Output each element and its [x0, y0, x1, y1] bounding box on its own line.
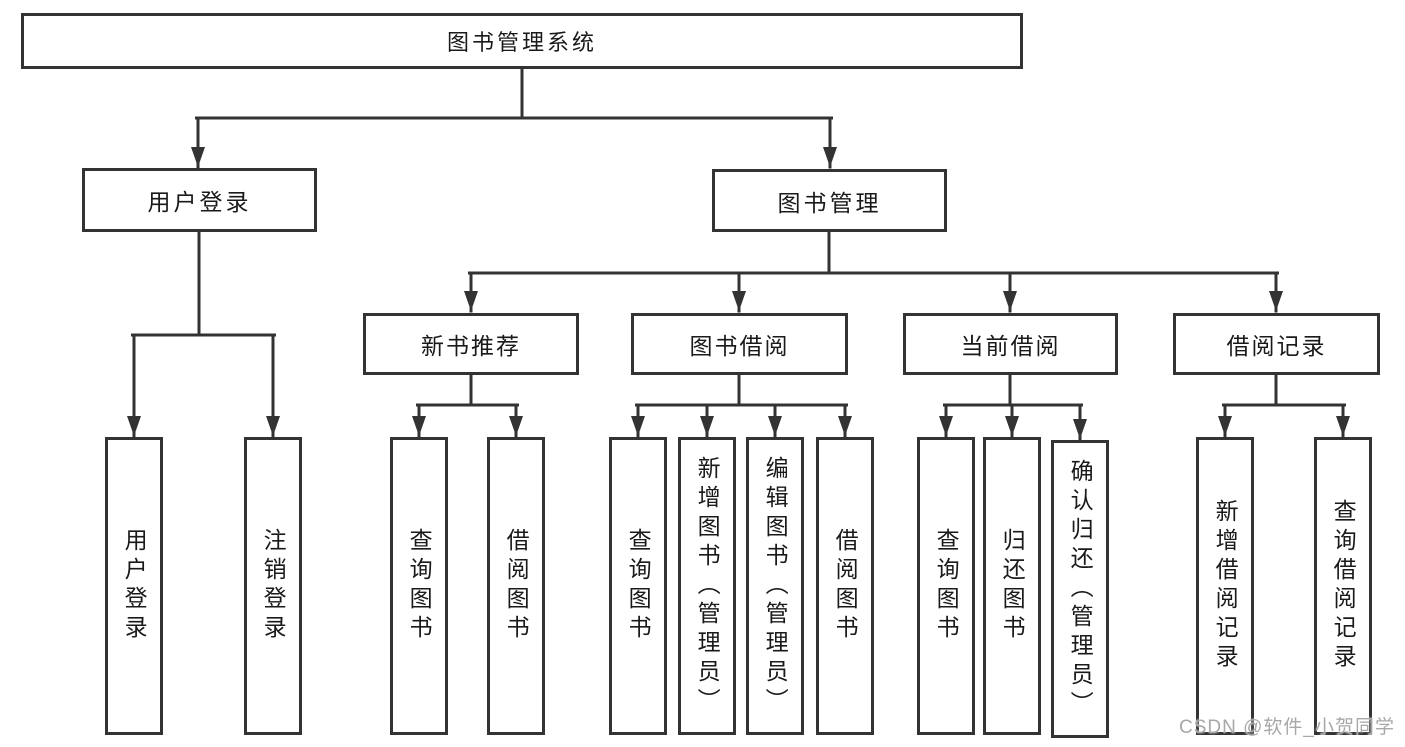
node-label: 用户登录 [147, 189, 252, 215]
leaf-query-books-current: 查询图书 [917, 437, 975, 735]
node-label: 图书管理 [777, 189, 882, 216]
node-label: 当前借阅 [960, 333, 1061, 359]
node-label: 归还图书 [999, 528, 1026, 644]
node-label: 查询借阅记录 [1330, 499, 1357, 673]
leaf-user-login: 用户登录 [105, 437, 163, 735]
node-label: 图书管理系统 [446, 30, 597, 55]
node-label: 图书借阅 [689, 333, 790, 359]
node-book-borrow: 图书借阅 [631, 313, 848, 375]
node-label: 查询图书 [933, 528, 960, 644]
node-label: 用户登录 [121, 528, 148, 644]
leaf-query-books-recommend: 查询图书 [390, 437, 448, 735]
leaf-query-borrow-record: 查询借阅记录 [1314, 437, 1372, 735]
node-label: 查询图书 [625, 528, 652, 644]
node-user-login: 用户登录 [82, 168, 317, 232]
node-label: 借阅记录 [1226, 333, 1327, 359]
leaf-add-books-admin: 新增图书（管理员） [678, 437, 736, 735]
leaf-edit-books-admin: 编辑图书（管理员） [746, 437, 804, 735]
leaf-confirm-return-admin: 确认归还（管理员） [1051, 440, 1109, 738]
csdn-watermark: CSDN @软件_小贺同学 [1179, 717, 1395, 738]
leaf-borrow-books-recommend: 借阅图书 [487, 437, 545, 735]
node-label: 新增借阅记录 [1212, 499, 1239, 673]
node-current-borrow: 当前借阅 [903, 313, 1118, 375]
node-label: 确认归还（管理员） [1067, 458, 1094, 720]
node-new-book-recommend: 新书推荐 [363, 313, 579, 375]
node-library-management-system: 图书管理系统 [21, 13, 1023, 69]
leaf-query-books: 查询图书 [609, 437, 667, 735]
node-label: 注销登录 [260, 528, 287, 644]
node-label: 编辑图书（管理员） [762, 455, 789, 717]
leaf-return-books: 归还图书 [983, 437, 1041, 735]
node-label: 查询图书 [406, 528, 433, 644]
node-book-management: 图书管理 [712, 169, 947, 232]
node-label: 新增图书（管理员） [694, 455, 721, 717]
node-borrow-records: 借阅记录 [1173, 313, 1380, 375]
node-label: 借阅图书 [503, 528, 530, 644]
leaf-add-borrow-record: 新增借阅记录 [1196, 437, 1254, 735]
node-label: 新书推荐 [421, 333, 521, 359]
leaf-borrow-books: 借阅图书 [816, 437, 874, 735]
leaf-logout: 注销登录 [244, 437, 302, 735]
node-label: 借阅图书 [832, 528, 859, 644]
